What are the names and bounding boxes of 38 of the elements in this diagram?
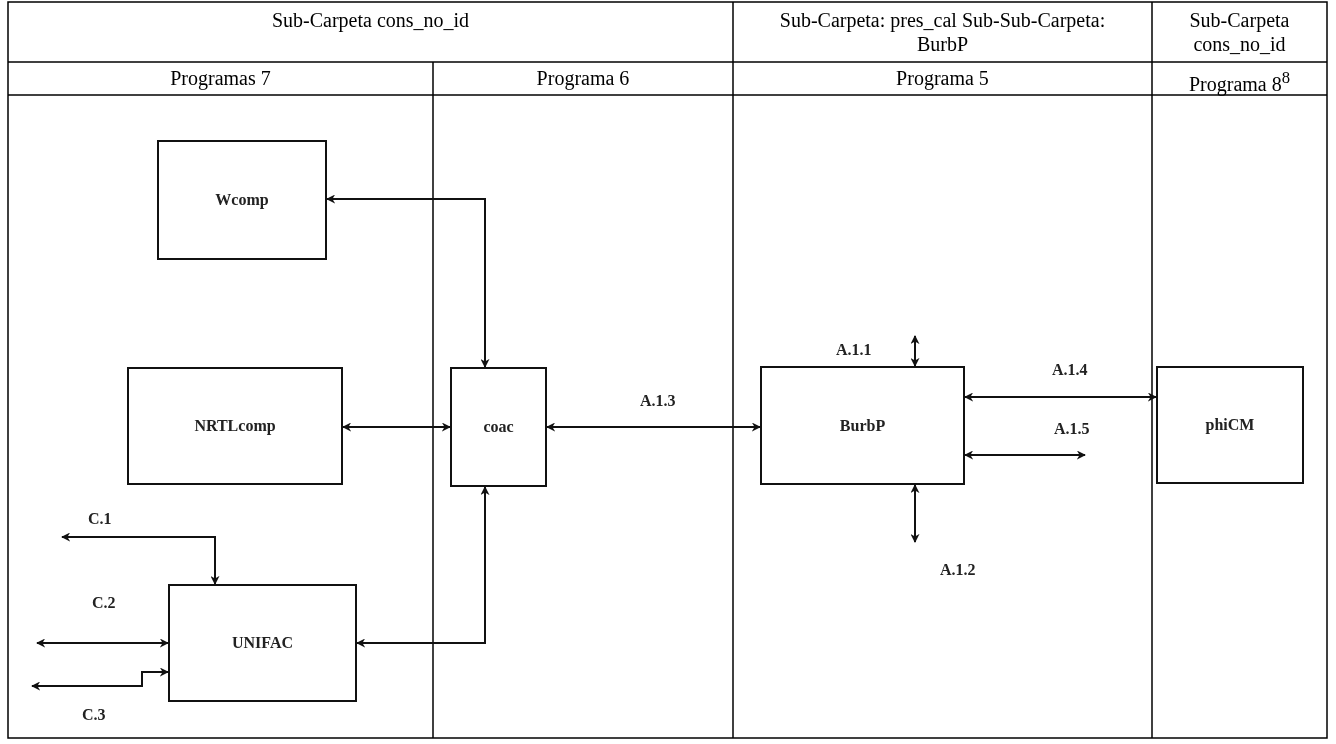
box-label: UNIFAC — [232, 634, 293, 652]
arrow — [342, 422, 451, 432]
arrow — [356, 486, 490, 648]
arrow — [910, 484, 920, 543]
arrow — [964, 392, 1157, 402]
process-box — [168, 584, 357, 702]
program-header: Programas 7 — [169, 66, 272, 90]
edge-label: C.3 — [82, 706, 106, 724]
box-label: coac — [483, 418, 514, 436]
box-label: NRTLcomp — [194, 417, 276, 435]
box-label: BurbP — [839, 416, 886, 435]
arrow — [61, 532, 220, 585]
process-box — [450, 367, 547, 487]
arrow — [546, 422, 761, 432]
edge-label: A.1.3 — [640, 392, 676, 410]
edge-label: A.1.5 — [1054, 420, 1090, 438]
arrow — [964, 450, 1086, 460]
folder-header: Sub-Carpeta: pres_cal Sub-Sub-Carpeta: BurbP — [778, 8, 1107, 56]
arrow — [326, 194, 490, 368]
edge-label: C.1 — [88, 510, 112, 528]
box-label: phiCM — [1205, 416, 1255, 434]
process-box — [760, 366, 965, 485]
process-box — [127, 367, 343, 485]
folder-header: Sub-Carpeta cons_no_id — [1188, 8, 1291, 56]
arrow — [910, 335, 920, 367]
edge-label: A.1.2 — [940, 561, 976, 579]
program-header: Programa 6 — [535, 66, 631, 90]
arrow — [31, 667, 169, 691]
arrow — [36, 638, 169, 648]
box-label: Wcomp — [215, 191, 269, 209]
program-header: Programa 5 — [895, 66, 990, 90]
program-header: Programa 8$^{8}$ — [1187, 67, 1292, 96]
edge-label: A.1.1 — [836, 341, 872, 359]
folder-header: Sub-Carpeta cons_no_id — [270, 8, 471, 32]
edge-label: C.2 — [92, 594, 116, 612]
edge-label: A.1.4 — [1052, 361, 1088, 379]
process-box — [157, 140, 327, 260]
process-box — [1156, 366, 1304, 484]
